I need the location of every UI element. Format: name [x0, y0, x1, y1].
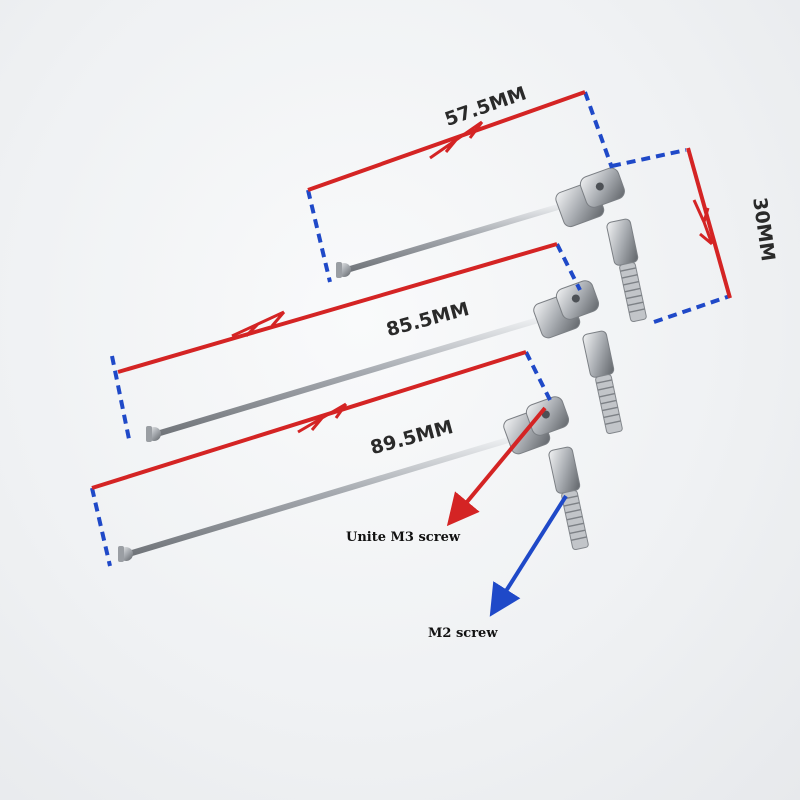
drive-shaft-long: [118, 396, 589, 562]
m2-screw-label: M2 screw: [428, 626, 498, 641]
dimension-30: [611, 147, 732, 324]
dimension-89-5: [90, 350, 552, 567]
m3-screw-label: Unite M3 screw: [346, 530, 461, 545]
m3-screw-arrow: [446, 406, 547, 527]
m2-screw-arrow: [489, 494, 568, 617]
dimension-57-5: [306, 90, 614, 283]
drive-shaft-short: [336, 167, 647, 323]
dimension-85-5: [110, 242, 582, 445]
drive-shaft-medium: [146, 280, 623, 442]
